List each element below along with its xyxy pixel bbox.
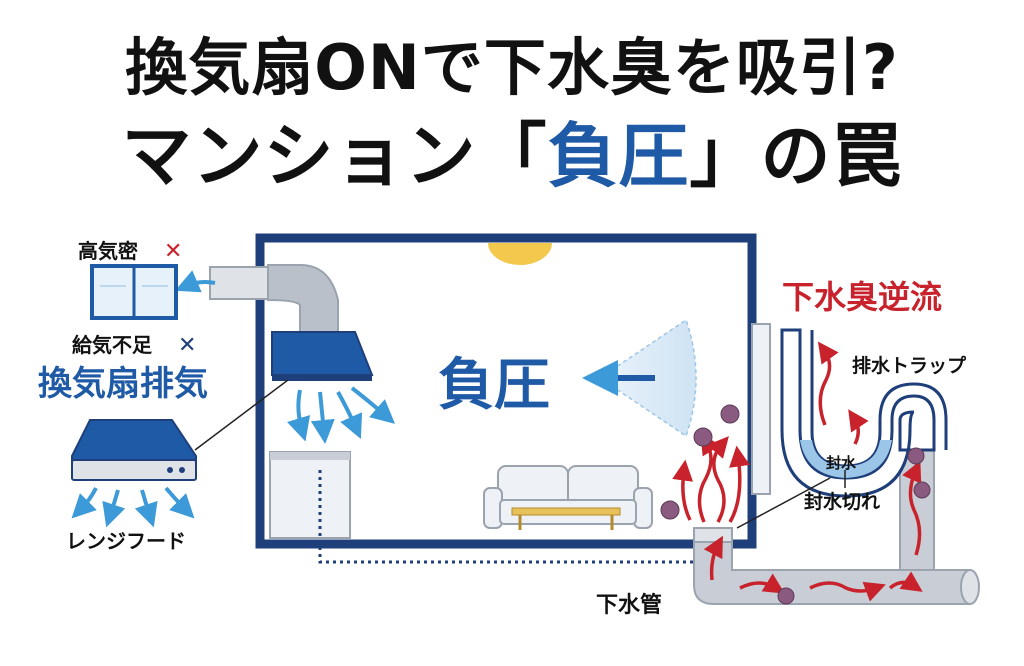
title-line-2-pre: マンション「 — [121, 115, 548, 197]
duct-exhaust-arrow — [174, 270, 216, 293]
hood-airflow-arrows — [287, 386, 396, 444]
coffee-table — [511, 507, 621, 516]
odor-arrows — [672, 341, 923, 602]
duct-outside — [209, 266, 269, 300]
title-line-2: マンション「負圧」の罠 — [0, 112, 1024, 200]
label-fan-exhaust: 換気扇排気 — [38, 364, 208, 404]
range-hood-icon — [71, 419, 197, 481]
label-range-hood: レンジフード — [66, 529, 186, 553]
title-line-2-post: 」の罠 — [689, 115, 903, 197]
label-drain-trap: 排水トラップ — [852, 354, 967, 377]
leader-fan-to-hood — [194, 379, 289, 451]
label-seal-break: 封水切れ — [804, 490, 880, 513]
odor-blobs — [660, 404, 931, 605]
range-hood-airflow — [71, 486, 195, 528]
sofa-icon — [483, 465, 653, 529]
floor-drain — [693, 527, 733, 543]
ceiling-light — [488, 243, 552, 265]
window-icon — [90, 264, 178, 320]
label-sewer-pipe: 下水管 — [596, 592, 662, 618]
cross-mark-2: ✕ — [178, 333, 196, 358]
trap-pipe-upper — [810, 330, 948, 468]
title-line-1: 換気扇ONで下水臭を吸引? — [125, 31, 899, 104]
seal-water — [800, 440, 892, 478]
label-sewage-backflow: 下水臭逆流 — [782, 278, 942, 316]
label-negative-pressure: 負圧 — [438, 353, 550, 418]
label-high-airtight: 高気密 — [78, 239, 138, 263]
leader-drain — [736, 477, 831, 529]
air-path-dotted — [318, 470, 694, 564]
label-supply-shortage: 給気不足 — [72, 333, 153, 357]
kitchen-hood — [271, 331, 374, 376]
cross-mark-1: ✕ — [164, 239, 182, 264]
title-highlight: 負圧 — [547, 115, 690, 197]
drain-trap — [780, 328, 936, 498]
label-seal-water: 封水 — [826, 454, 857, 472]
kitchen-cabinet — [269, 451, 351, 539]
